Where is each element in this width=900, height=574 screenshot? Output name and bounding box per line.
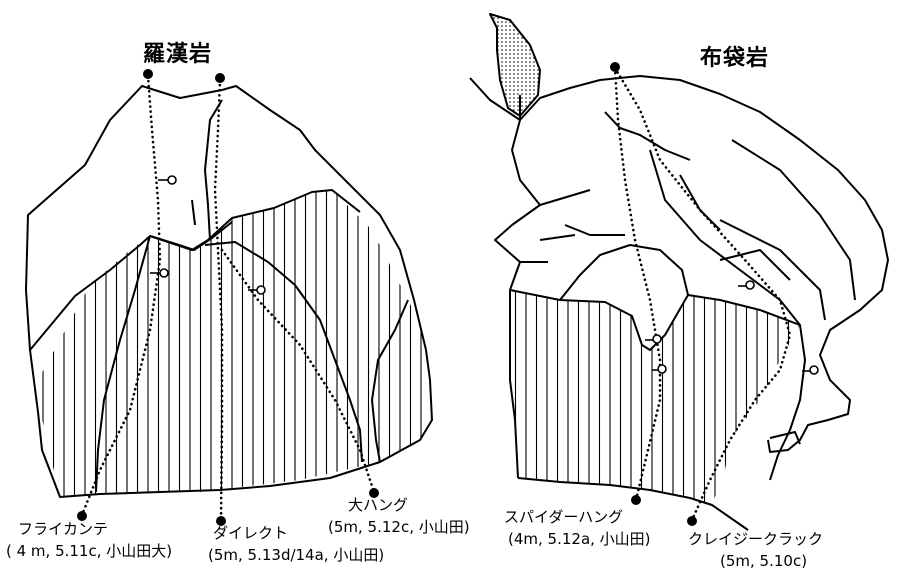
bolt-icon xyxy=(809,365,819,375)
hotei-crack-g xyxy=(564,224,625,236)
hotei-crack-m xyxy=(559,244,689,301)
hotei-crack-e xyxy=(649,149,806,481)
route-name-crazy: クレイジークラック xyxy=(688,530,824,548)
rakan-left-crack xyxy=(95,235,151,493)
route-name-direct: ダイレクト xyxy=(213,524,289,542)
rock-title-rakan: 羅漢岩 xyxy=(143,42,213,67)
route-line-direct xyxy=(213,78,224,522)
route-end-dot xyxy=(216,516,226,526)
route-info-direct: (5m, 5.13d/14a, 小山田) xyxy=(208,546,385,564)
route-info-spider: (4m, 5.12a, 小山田) xyxy=(508,530,651,548)
route-end-dot xyxy=(77,511,87,521)
rakan-lip xyxy=(149,221,233,251)
hotei-crack-f xyxy=(719,249,791,281)
rakan-route-dots xyxy=(77,69,379,526)
rakan-right-crack xyxy=(371,299,409,463)
hotei-crack-k xyxy=(769,431,801,445)
route-name-ohang: 大ハング xyxy=(348,496,409,514)
bolt-icon xyxy=(256,285,266,295)
route-line-crazy xyxy=(613,66,792,522)
route-end-dot xyxy=(631,495,641,505)
route-line-ohang xyxy=(220,248,376,494)
rakan-upper-crack-2 xyxy=(191,199,196,226)
hotei-bolts xyxy=(645,280,819,375)
route-info-furaikante: ( 4 m, 5.11c, 小山田大) xyxy=(6,542,173,560)
hotei-overhang xyxy=(510,290,800,505)
rock-title-hotei: 布袋岩 xyxy=(700,46,770,71)
hotei-tower xyxy=(469,77,521,121)
route-start-dot xyxy=(215,73,225,83)
hotei-routes xyxy=(613,66,792,522)
route-name-furaikante: フライカンテ xyxy=(18,520,109,538)
bolt-icon xyxy=(657,364,667,374)
hotei-crack-d xyxy=(604,111,691,161)
rakan-upper-crack xyxy=(204,99,223,241)
bolt-icon xyxy=(652,334,662,344)
hotei-route-dots xyxy=(610,62,697,526)
rakan-arch-crack xyxy=(204,241,363,463)
hotei-pinnacle xyxy=(489,13,541,117)
route-info-ohang: (5m, 5.12c, 小山田) xyxy=(328,518,470,536)
hotei-crack-h xyxy=(679,174,721,231)
rakan-overhang xyxy=(38,190,432,497)
bolt-icon xyxy=(167,175,177,185)
rakan-rock xyxy=(25,85,433,498)
hotei-crack-i xyxy=(719,219,826,321)
route-end-dot xyxy=(369,488,379,498)
route-line-furaikante xyxy=(80,74,162,517)
hotei-crack-l xyxy=(517,477,749,531)
bolt-icon xyxy=(159,268,169,278)
rakan-bolts xyxy=(150,175,266,295)
rakan-outline xyxy=(25,85,433,498)
route-line-spider xyxy=(613,66,662,502)
rakan-routes xyxy=(80,74,376,522)
route-name-spider: スパイダーハング xyxy=(504,508,624,526)
hotei-crack-j xyxy=(731,139,856,301)
hotei-rock xyxy=(469,13,889,531)
hotei-crack-a xyxy=(539,234,576,241)
route-start-dot xyxy=(143,69,153,79)
route-end-dot xyxy=(687,516,697,526)
route-start-dot xyxy=(610,62,620,72)
route-info-crazy: (5m, 5.10c) xyxy=(720,552,808,570)
hotei-lip xyxy=(509,289,801,351)
hotei-crack-c xyxy=(539,189,591,206)
bolt-icon xyxy=(745,280,755,290)
hotei-outline xyxy=(494,75,889,479)
